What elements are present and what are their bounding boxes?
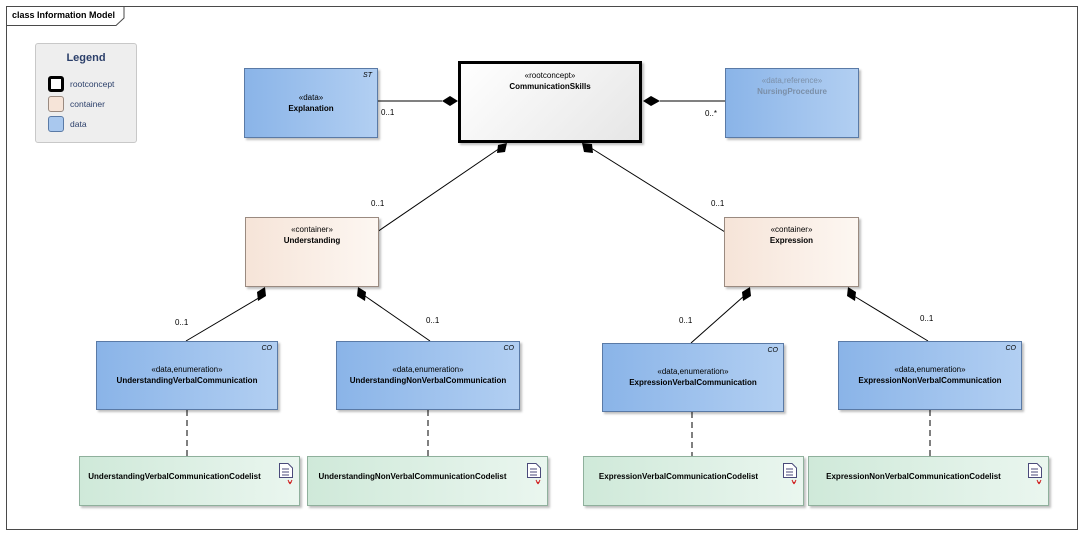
node-stereotype: «data,enumeration»	[151, 365, 223, 374]
diamond-understanding	[497, 143, 507, 153]
legend-label-rootconcept: rootconcept	[70, 79, 115, 89]
legend-swatch-rootconcept	[48, 76, 64, 92]
frame-tab: class Information Model	[6, 6, 131, 31]
node-name: ExpressionNonVerbalCommunicationCodelist	[826, 472, 1001, 481]
legend-title: Legend	[66, 52, 106, 64]
node-communication-skills[interactable]: «rootconcept» CommunicationSkills	[458, 61, 642, 143]
multiplicity-explanation: 0..1	[381, 108, 395, 117]
node-stereotype: «data,enumeration»	[657, 367, 729, 376]
node-name: Explanation	[288, 104, 334, 113]
node-understanding-nonverbal-codelist[interactable]: UnderstandingNonVerbalCommunicationCodel…	[307, 456, 548, 506]
node-name: ExpressionVerbalCommunication	[629, 378, 757, 387]
node-tag: CO	[503, 345, 515, 352]
legend-label-data: data	[70, 119, 87, 129]
node-name: Understanding	[283, 236, 341, 245]
edge-expression	[590, 147, 726, 233]
multiplicity-understanding-nonverbal: 0..1	[426, 316, 440, 325]
legend: Legend rootconcept container data	[35, 43, 137, 143]
diamond-understanding-nonverbal	[357, 287, 366, 301]
node-understanding-verbal-communication[interactable]: CO «data,enumeration» UnderstandingVerba…	[96, 341, 278, 410]
node-understanding[interactable]: «container» Understanding	[245, 217, 379, 287]
node-stereotype: «container»	[291, 225, 333, 234]
diamond-expression	[582, 143, 593, 153]
node-stereotype: «data»	[298, 93, 324, 102]
node-understanding-verbal-codelist[interactable]: UnderstandingVerbalCommunicationCodelist	[79, 456, 300, 506]
node-expression-nonverbal-codelist[interactable]: ExpressionNonVerbalCommunicationCodelist	[808, 456, 1049, 506]
edge-expression-verbal	[690, 295, 745, 344]
node-name: UnderstandingNonVerbalCommunication	[349, 376, 507, 385]
node-tag: CO	[1005, 345, 1017, 352]
document-icon	[1028, 463, 1042, 485]
diamond-expression-nonverbal	[847, 287, 856, 301]
document-icon	[527, 463, 541, 485]
edge-expression-nonverbal	[853, 295, 929, 342]
node-tag: CO	[261, 345, 273, 352]
node-name: UnderstandingNonVerbalCommunicationCodel…	[318, 472, 507, 481]
edge-understanding	[376, 147, 501, 233]
node-understanding-nonverbal-communication[interactable]: CO «data,enumeration» UnderstandingNonVe…	[336, 341, 520, 410]
legend-label-container: container	[70, 99, 105, 109]
node-stereotype: «data,enumeration»	[392, 365, 464, 374]
node-name: UnderstandingVerbalCommunicationCodelist	[88, 472, 261, 481]
node-expression-verbal-codelist[interactable]: ExpressionVerbalCommunicationCodelist	[583, 456, 804, 506]
edge-understanding-nonverbal	[364, 295, 431, 342]
frame-tab-shape	[6, 6, 125, 26]
node-expression[interactable]: «container» Expression	[724, 217, 859, 287]
node-tag: CO	[767, 347, 779, 354]
diamond-expression-verbal	[742, 287, 751, 301]
node-stereotype: «rootconcept»	[524, 71, 576, 80]
node-name: CommunicationSkills	[509, 82, 591, 91]
multiplicity-understanding: 0..1	[371, 199, 385, 208]
diamond-understanding-verbal	[257, 287, 266, 301]
diamond-nursing-procedure	[643, 96, 660, 106]
node-name: ExpressionNonVerbalCommunication	[858, 376, 1002, 385]
diagram-frame	[6, 6, 1078, 530]
node-stereotype: «data,enumeration»	[894, 365, 966, 374]
node-expression-verbal-communication[interactable]: CO «data,enumeration» ExpressionVerbalCo…	[602, 343, 784, 412]
multiplicity-expression-verbal: 0..1	[679, 316, 693, 325]
node-stereotype: «container»	[770, 225, 813, 234]
node-name: Expression	[769, 236, 814, 245]
multiplicity-expression: 0..1	[711, 199, 725, 208]
document-icon	[783, 463, 797, 485]
node-name: ExpressionVerbalCommunicationCodelist	[598, 472, 759, 481]
diamond-explanation	[442, 96, 458, 106]
node-tag: ST	[363, 72, 372, 79]
node-name: NursingProcedure	[757, 87, 827, 96]
node-stereotype: «data,reference»	[761, 76, 823, 85]
node-name: UnderstandingVerbalCommunication	[116, 376, 258, 385]
legend-swatch-container	[48, 96, 64, 112]
frame-title: class Information Model	[12, 10, 116, 20]
multiplicity-nursing-procedure: 0..*	[705, 109, 718, 118]
legend-swatch-data	[48, 116, 64, 132]
document-icon	[279, 463, 293, 485]
node-expression-nonverbal-communication[interactable]: CO «data,enumeration» ExpressionNonVerba…	[838, 341, 1022, 410]
node-explanation[interactable]: ST «data» Explanation	[244, 68, 378, 138]
node-nursing-procedure[interactable]: «data,reference» NursingProcedure	[725, 68, 859, 138]
edge-understanding-verbal	[185, 295, 263, 342]
multiplicity-understanding-verbal: 0..1	[175, 318, 189, 327]
multiplicity-expression-nonverbal: 0..1	[920, 314, 934, 323]
